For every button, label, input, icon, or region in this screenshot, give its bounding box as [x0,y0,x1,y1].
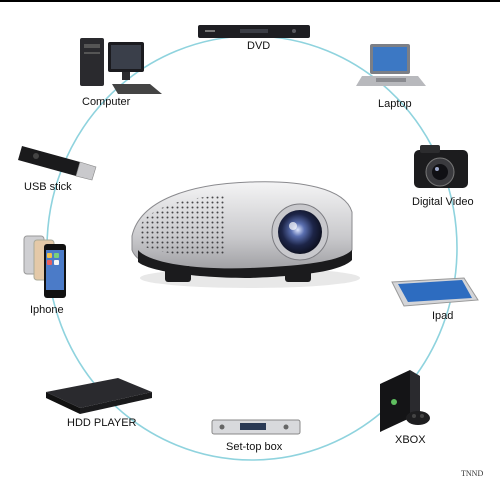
label-iphone: Iphone [30,304,64,316]
dvd-player [198,25,310,38]
label-dvd: DVD [247,40,271,52]
usb-stick [18,146,97,181]
laptop [356,44,426,86]
label-digital-video: Digital Video [412,196,474,208]
label-laptop: Laptop [378,98,412,110]
projector [131,181,360,288]
label-usb-stick: USB stick [24,181,72,193]
xbox [380,370,430,432]
ipad [391,277,479,307]
set-top-box [211,419,301,435]
label-ipad: Ipad [432,310,454,322]
label-set-top-box: Set-top box [226,441,283,453]
hdd-player [46,378,152,414]
label-xbox: XBOX [395,434,426,446]
iphone-group [23,235,66,298]
watermark: TNND [461,469,484,478]
digital-video-camera [414,145,468,188]
computer [80,38,162,94]
top-border [0,0,500,2]
label-computer: Computer [82,96,131,108]
label-hdd-player: HDD PLAYER [67,417,137,429]
